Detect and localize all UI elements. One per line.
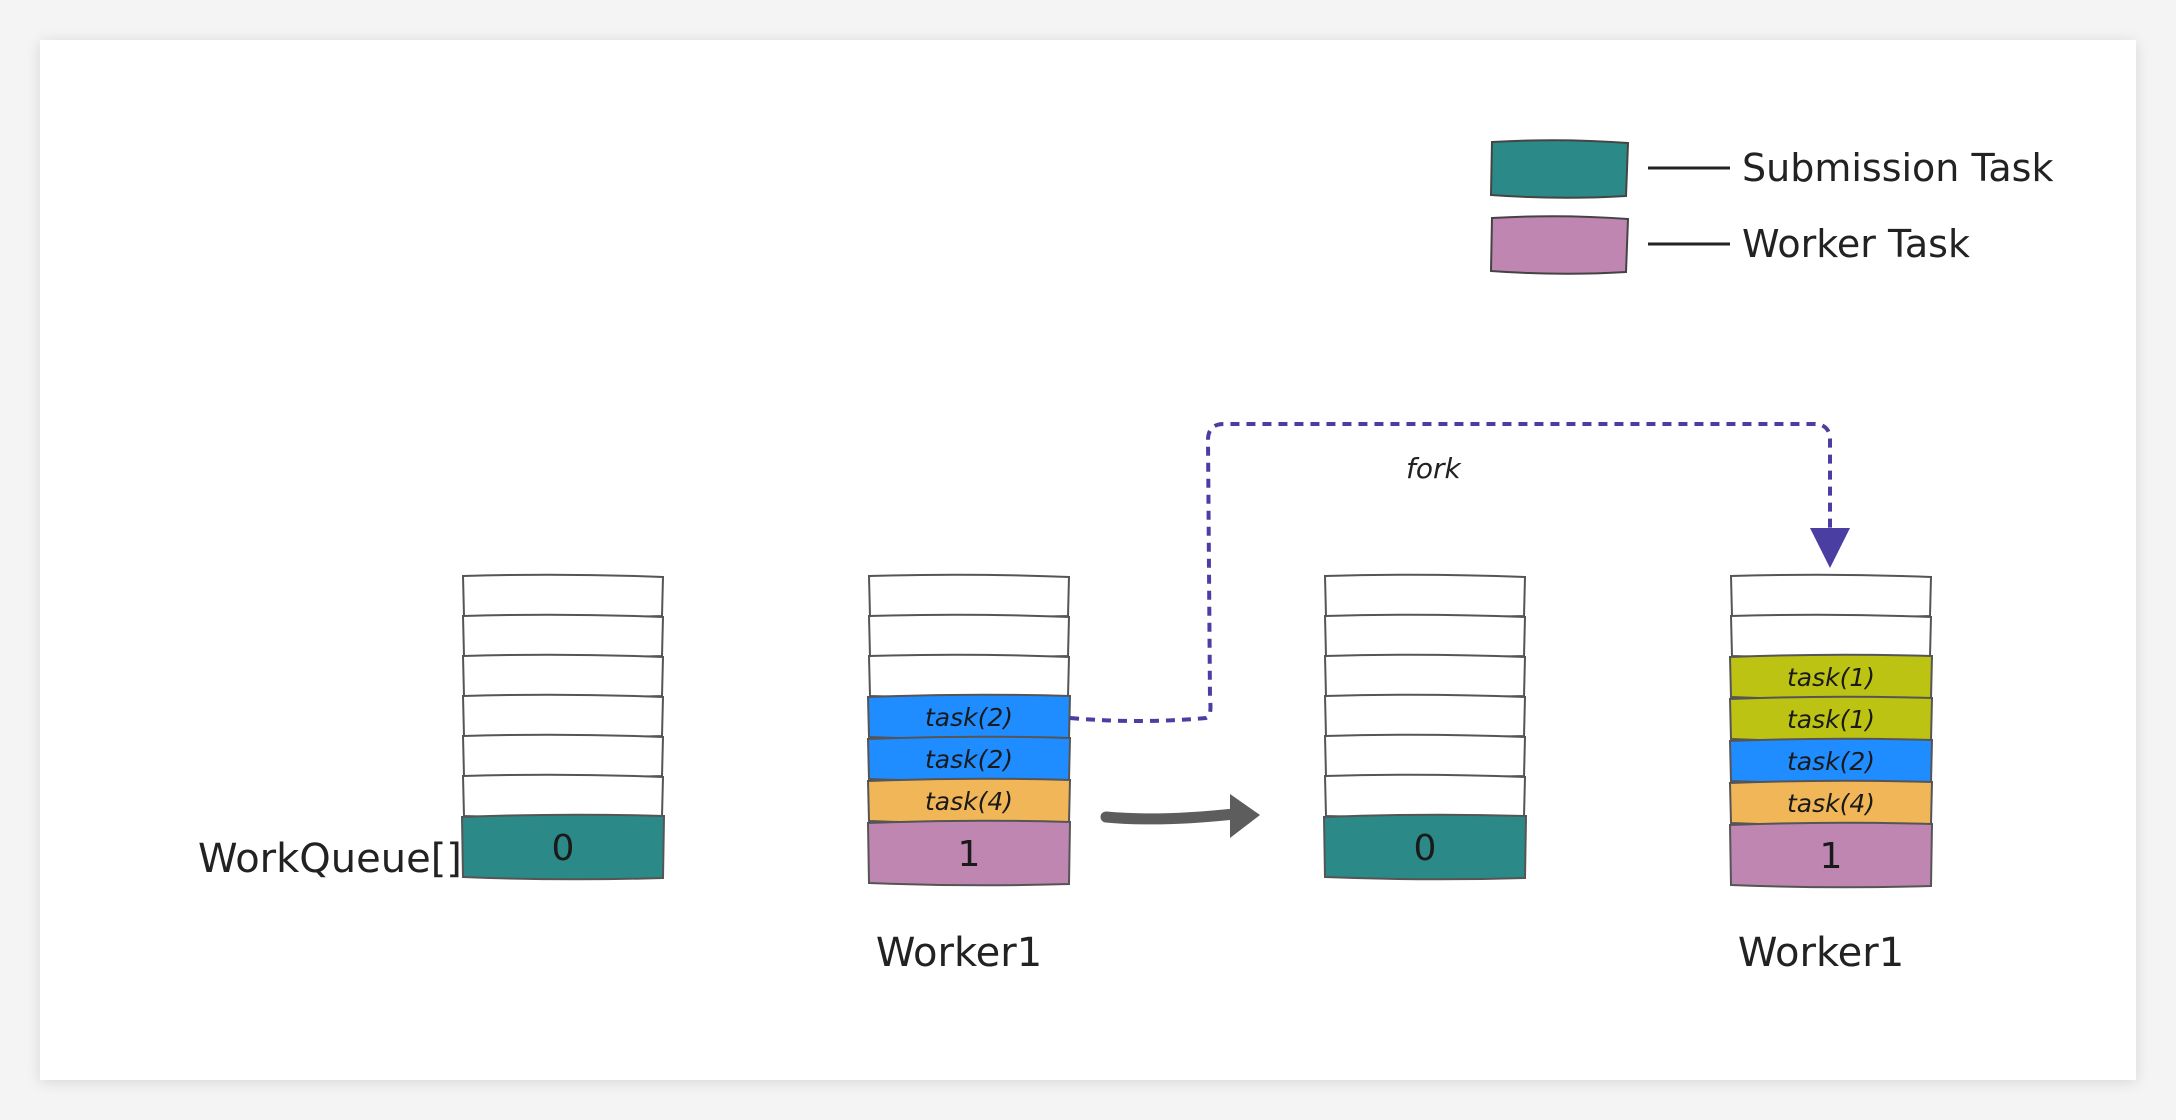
task-cell [460,813,666,881]
diagram-card [40,40,2136,1080]
task-cell [1322,813,1528,881]
task-cell-label: task(4) [1787,789,1875,818]
empty-slot [1323,653,1527,699]
task-cell-label: 1 [1820,836,1843,877]
fork-connector: fork [1069,422,1850,723]
stack-caption: Worker1 [876,930,1042,976]
task-cell-label: task(1) [1787,663,1875,692]
task-cell-label: 0 [1414,828,1437,869]
empty-slot [461,573,665,619]
legend: Submission Task Worker Task [1489,139,2053,275]
task-cell [1728,821,1934,889]
task-cell [866,819,1072,887]
empty-slot [1323,613,1527,659]
legend-swatch-worker [1489,215,1630,275]
legend-label-worker: Worker Task [1742,222,1970,266]
task-cell-label: task(2) [925,745,1013,774]
empty-slot [1323,573,1527,619]
empty-slot [1323,693,1527,739]
empty-slot [1729,613,1933,659]
task-cell-label: 0 [552,828,575,869]
legend-item-submission: Submission Task [1489,139,2053,199]
stack-caption: Worker1 [1738,930,1904,976]
empty-slot [867,653,1071,699]
task-cell-label: task(2) [1787,747,1875,776]
empty-slot [1729,573,1933,619]
queue-stack: 0 [1322,573,1528,881]
empty-slot [461,733,665,779]
empty-slot [461,773,665,819]
fork-label: fork [1406,452,1463,485]
task-cell-label: task(2) [925,703,1013,732]
empty-slot [461,613,665,659]
legend-swatch-submission [1489,139,1630,199]
empty-slot [1323,773,1527,819]
queue-stacks: 0task(2)task(2)task(4)1Worker10task(1)ta… [460,573,1934,976]
queue-stack: 0 [460,573,666,881]
legend-label-submission: Submission Task [1742,146,2053,190]
transition-arrow [1100,794,1260,838]
empty-slot [1323,733,1527,779]
empty-slot [461,693,665,739]
empty-slot [867,613,1071,659]
workqueue-label: WorkQueue[] [198,836,462,882]
task-cell-label: task(1) [1787,705,1875,734]
empty-slot [461,653,665,699]
task-cell-label: task(4) [925,787,1013,816]
empty-slot [867,573,1071,619]
legend-item-worker: Worker Task [1489,215,1970,275]
task-cell-label: 1 [958,834,981,875]
